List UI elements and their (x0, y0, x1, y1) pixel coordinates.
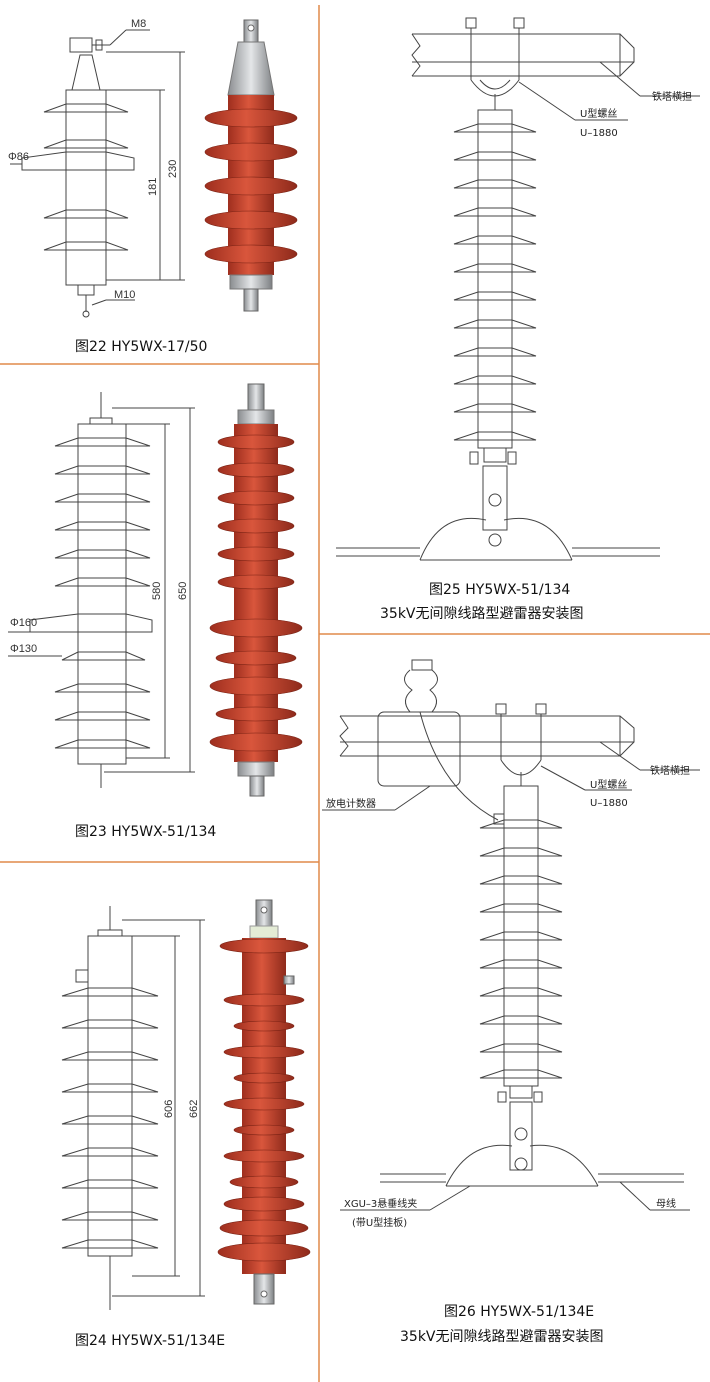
fig25-drawing (336, 17, 700, 561)
fig22-m10-label: M10 (114, 289, 135, 301)
fig22-d181-label: 181 (147, 178, 159, 196)
fig22-caption: 图22 HY5WX-17/50 (75, 339, 207, 355)
fig24-drawing (61, 906, 205, 1310)
fig26-ubolt-label: U型螺丝 (590, 778, 627, 791)
fig25-ubolt-label: U型螺丝 (580, 107, 617, 120)
fig24-caption: 图24 HY5WX-51/134E (75, 1333, 225, 1349)
fig24-d662-label: 662 (188, 1100, 200, 1118)
fig26-caption-2: 35kV无间隙线路型避雷器安装图 (400, 1329, 604, 1345)
fig22-photo (204, 19, 298, 312)
fig26-crossarm-label: 铁塔横担 (650, 764, 690, 777)
fig26-caption-1: 图26 HY5WX-51/134E (444, 1304, 594, 1320)
fig23-phi130-label: Φ130 (10, 643, 37, 655)
fig22-m8-label: M8 (131, 18, 146, 30)
fig23-d580-label: 580 (151, 582, 163, 600)
dividers (0, 5, 710, 1382)
fig26-clamp-label: XGU–3悬垂线夹 (344, 1197, 417, 1210)
fig23-d650-label: 650 (177, 582, 189, 600)
fig25-ubolt-code: U–1880 (580, 128, 618, 139)
fig23-caption: 图23 HY5WX-51/134 (75, 824, 216, 840)
fig25-crossarm-label: 铁塔横担 (652, 90, 692, 103)
fig26-busbar-label: 母线 (656, 1197, 676, 1210)
fig26-ubolt-code: U–1880 (590, 798, 628, 809)
fig23-drawing (8, 392, 195, 788)
fig26-counter-label: 放电计数器 (326, 797, 376, 810)
fig23-photo (209, 383, 303, 797)
fig26-clamp-note: (带U型挂板) (352, 1216, 407, 1229)
fig25-caption-1: 图25 HY5WX-51/134 (429, 582, 570, 598)
fig26-drawing (322, 659, 700, 1211)
fig22-phi86-label: Φ86 (8, 151, 29, 163)
fig22-d230-label: 230 (167, 160, 179, 178)
fig23-phi160-label: Φ160 (10, 617, 37, 629)
fig25-caption-2: 35kV无间隙线路型避雷器安装图 (380, 606, 584, 622)
fig22-drawing (10, 29, 185, 318)
fig24-photo (217, 899, 311, 1305)
fig24-d606-label: 606 (163, 1100, 175, 1118)
